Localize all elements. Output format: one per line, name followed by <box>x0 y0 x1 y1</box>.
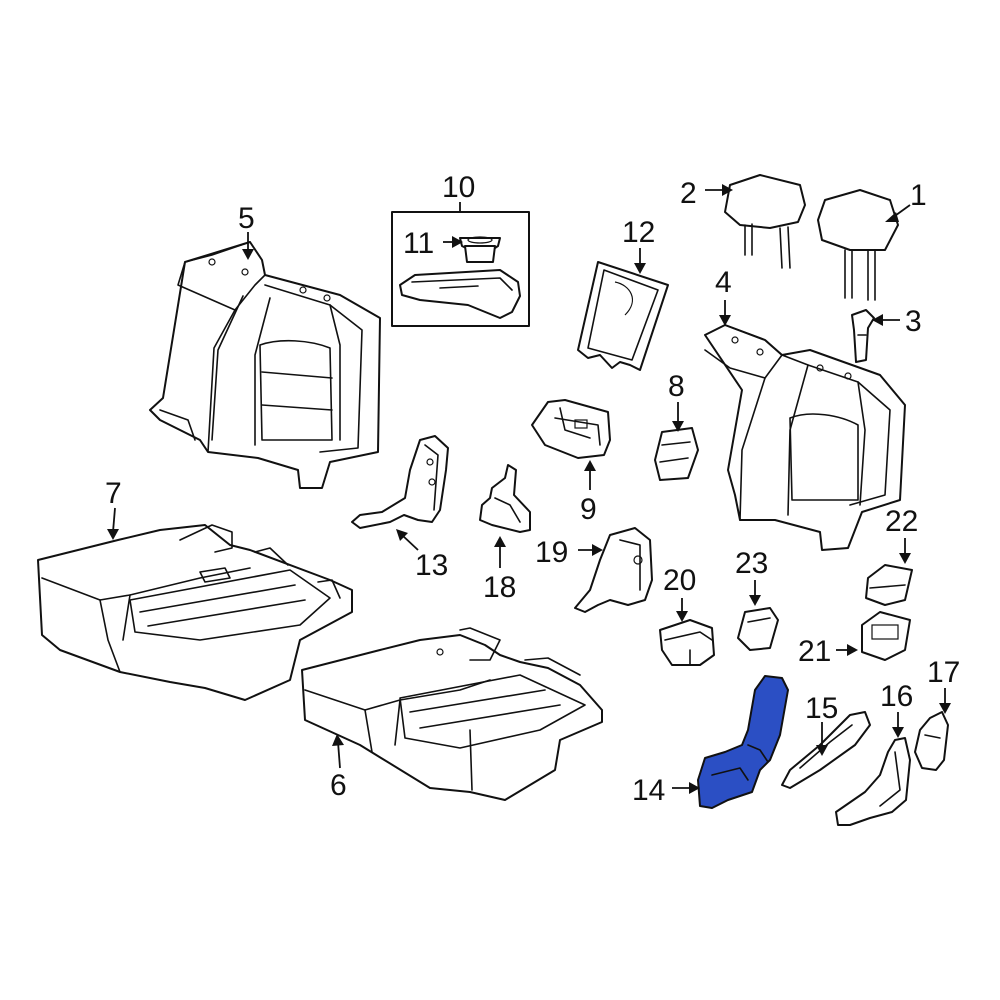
callout-4[interactable]: 4 <box>715 266 732 299</box>
part-2-headrest-left[interactable] <box>724 174 806 269</box>
callout-14[interactable]: 14 <box>632 774 665 807</box>
part-1-headrest-right[interactable] <box>817 189 899 301</box>
callout-5[interactable]: 5 <box>238 202 255 235</box>
callout-18[interactable]: 18 <box>483 571 516 604</box>
part-14-trim-highlighted[interactable] <box>697 675 789 809</box>
callout-17[interactable]: 17 <box>927 656 960 689</box>
callout-13[interactable]: 13 <box>415 549 448 582</box>
callout-1[interactable]: 1 <box>910 179 927 212</box>
part-19-side-trim[interactable] <box>574 527 653 613</box>
part-23-cover[interactable] <box>737 607 779 651</box>
part-20-cover[interactable] <box>659 619 715 666</box>
callout-7[interactable]: 7 <box>105 477 122 510</box>
callout-6[interactable]: 6 <box>330 769 347 802</box>
callout-19[interactable]: 19 <box>535 536 568 569</box>
callout-21[interactable]: 21 <box>798 635 831 668</box>
part-13-hinge[interactable] <box>351 435 449 529</box>
part-21-cap[interactable] <box>861 611 911 661</box>
part-9-tray[interactable] <box>531 399 611 459</box>
callout-3[interactable]: 3 <box>905 305 922 338</box>
callout-20[interactable]: 20 <box>663 564 696 597</box>
part-7-seat-cushion-left[interactable] <box>37 524 353 701</box>
callout-labels: 1 2 3 4 5 6 7 8 9 10 11 12 13 14 15 16 1… <box>105 171 960 807</box>
callout-10[interactable]: 10 <box>442 171 475 204</box>
part-10-kit-box[interactable] <box>391 211 530 327</box>
callout-12[interactable]: 12 <box>622 216 655 249</box>
callout-8[interactable]: 8 <box>668 370 685 403</box>
part-5-seat-back-left[interactable] <box>149 241 381 489</box>
callout-23[interactable]: 23 <box>735 547 768 580</box>
part-14-body <box>697 675 789 809</box>
part-18-bracket[interactable] <box>479 464 531 533</box>
part-17-knob[interactable] <box>914 711 949 771</box>
part-6-seat-cushion-right[interactable] <box>301 627 603 801</box>
leader-lines <box>107 184 951 794</box>
part-11-nut[interactable] <box>459 236 501 263</box>
part-22-cap[interactable] <box>865 564 913 606</box>
callout-22[interactable]: 22 <box>885 505 918 538</box>
part-15-trim-strip[interactable] <box>781 711 871 789</box>
callout-11[interactable]: 11 <box>403 227 434 260</box>
callout-15[interactable]: 15 <box>805 692 838 725</box>
part-4-seat-back-right[interactable] <box>704 324 906 551</box>
callout-2[interactable]: 2 <box>680 177 697 210</box>
part-12-back-panel[interactable] <box>577 261 669 371</box>
callout-16[interactable]: 16 <box>880 680 913 713</box>
callout-9[interactable]: 9 <box>580 493 597 526</box>
part-8-clip[interactable] <box>654 427 699 481</box>
part-3-headrest-guide[interactable] <box>851 309 875 363</box>
part-16-trim-bracket[interactable] <box>835 737 911 826</box>
